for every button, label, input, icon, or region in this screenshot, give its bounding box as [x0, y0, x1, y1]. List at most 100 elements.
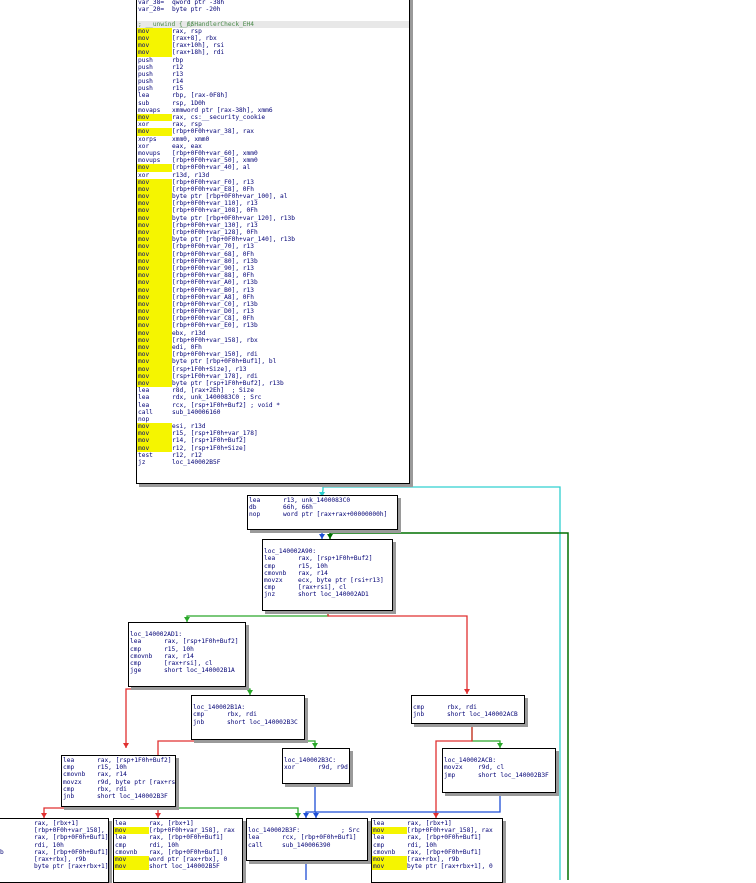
asm-line[interactable]: loc_140002B3F: ; Src [247, 827, 367, 834]
asm-line[interactable]: byte ptr [rax+rbx+1], 0 [0, 863, 108, 870]
asm-line[interactable]: nop [137, 416, 409, 423]
asm-line[interactable] [263, 541, 392, 548]
asm-line[interactable]: mov[rax+18h], rdi [137, 49, 409, 57]
asm-line[interactable]: cmp[rax+rsi], cl [263, 584, 392, 591]
asm-line[interactable] [129, 624, 245, 631]
asm-line[interactable]: mov[rbp+0F0h+var_150], rdi [137, 351, 409, 359]
asm-line[interactable]: mov[rbp+0F0h+var_80], r13b [137, 257, 409, 265]
asm-line[interactable] [283, 750, 349, 757]
asm-line[interactable]: mov[rbp+0F0h+var_E0], r13b [137, 322, 409, 330]
asm-line[interactable]: mov[rbp+0F0h+var_158], rbx [137, 336, 409, 345]
asm-line[interactable]: loc_140002ACB: [443, 757, 555, 764]
asm-line[interactable]: cmp[rax+rsi], cl [129, 660, 245, 667]
asm-line[interactable]: mov[rbp+0F0h+var_108], 0Fh [137, 207, 409, 215]
asm-line[interactable]: mov[rsp+1F0h+var_178], rdi [137, 372, 409, 380]
asm-line[interactable]: mov[rbp+0F0h+var_128], 0Fh [137, 229, 409, 237]
asm-line[interactable]: var_20=byte ptr -20h [137, 6, 409, 13]
asm-line[interactable] [192, 697, 304, 704]
asm-line[interactable]: mov[rbp+0F0h+var_F0], r13 [137, 178, 409, 186]
node-bottom-left[interactable]: rax, [rbx+1][rbp+0F0h+var_158], raxrax, … [0, 818, 109, 883]
asm-line[interactable]: movups[rbp+0F0h+var_60], xmm0 [137, 150, 409, 157]
asm-line[interactable]: mov[rbp+0F0h+var_C0], r13b [137, 300, 409, 309]
asm-line[interactable]: movups[rbp+0F0h+var_50], xmm0 [137, 157, 409, 164]
asm-line[interactable]: mov[rbp+0F0h+var_90], r13 [137, 264, 409, 273]
asm-line[interactable]: [rax+rbx], r9b [0, 856, 108, 863]
asm-line[interactable]: mov[rbp+0F0h+var_158], rax [114, 827, 242, 835]
asm-line[interactable]: mov[rbp+0F0h+var_68], 0Fh [137, 250, 409, 258]
asm-line[interactable]: mov[rax+10h], rsi [137, 42, 409, 50]
asm-line[interactable]: var_38=qword ptr -38h [137, 0, 409, 6]
asm-line[interactable]: mov[rbp+0F0h+var_70], r13 [137, 243, 409, 251]
asm-line[interactable]: rdi, 10h [0, 842, 108, 849]
asm-line[interactable]: loc_140002B1A: [192, 704, 304, 711]
asm-line[interactable]: mov[rax+8], rbx [137, 34, 409, 43]
asm-line[interactable]: [rbp+0F0h+var_158], rax [0, 827, 108, 834]
asm-line[interactable]: loc_140002AD1: [129, 631, 245, 638]
asm-line[interactable]: mov[rbp+0F0h+var_110], r13 [137, 200, 409, 208]
asm-line[interactable]: mov[rbp+0F0h+var_88], 0Fh [137, 272, 409, 280]
asm-line[interactable]: mov[rbp+0F0h+var_A0], r13b [137, 279, 409, 287]
asm-line[interactable]: mov[rbp+0F0h+var_E8], 0Fh [137, 185, 409, 194]
asm-line[interactable] [443, 750, 555, 757]
asm-line[interactable]: rax, [rbp+0F0h+Buf1] [0, 834, 108, 841]
